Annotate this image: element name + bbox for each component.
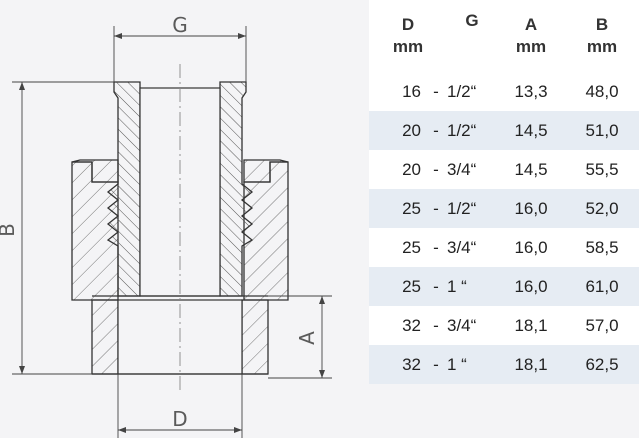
dimension-b-label: B — [0, 223, 19, 237]
cell-a: 14,5 — [497, 150, 565, 189]
cell-b: 51,0 — [565, 111, 639, 150]
cell-separator: - — [425, 111, 447, 150]
dimension-d: D — [117, 374, 243, 438]
table-body: 16 - 1/2“ 13,3 48,0 20 - 1/2“ 14,5 51,0 … — [369, 72, 639, 384]
dimension-a: A — [268, 295, 332, 379]
cell-separator: - — [425, 345, 447, 384]
cell-separator: - — [425, 306, 447, 345]
table-row: 25 - 1 “ 16,0 61,0 — [369, 267, 639, 306]
cell-g: 1/2“ — [447, 189, 497, 228]
table-row: 32 - 1 “ 18,1 62,5 — [369, 345, 639, 384]
cell-b: 48,0 — [565, 72, 639, 111]
table-row: 32 - 3/4“ 18,1 57,0 — [369, 306, 639, 345]
dimension-d-label: D — [172, 407, 187, 431]
col-header-g: G — [465, 11, 479, 30]
table-header: D mm G A mm B mm — [369, 0, 639, 72]
cell-b: 61,0 — [565, 267, 639, 306]
outer-nut-left — [71, 161, 119, 301]
cell-b: 52,0 — [565, 189, 639, 228]
lower-body-right — [241, 299, 269, 375]
cell-a: 16,0 — [497, 228, 565, 267]
col-header-b: B mm — [586, 15, 618, 56]
cell-d: 25 — [369, 267, 425, 306]
table-row: 20 - 1/2“ 14,5 51,0 — [369, 111, 639, 150]
cell-a: 13,3 — [497, 72, 565, 111]
dimension-a-label: A — [295, 331, 319, 345]
table-row: 16 - 1/2“ 13,3 48,0 — [369, 72, 639, 111]
cell-d: 20 — [369, 150, 425, 189]
cell-d: 32 — [369, 345, 425, 384]
cell-g: 1 “ — [447, 267, 497, 306]
cell-d: 25 — [369, 228, 425, 267]
cell-a: 18,1 — [497, 306, 565, 345]
cell-separator: - — [425, 228, 447, 267]
table-row: 25 - 1/2“ 16,0 52,0 — [369, 189, 639, 228]
cell-b: 62,5 — [565, 345, 639, 384]
cell-separator: - — [425, 72, 447, 111]
cell-g: 1/2“ — [447, 111, 497, 150]
cell-separator: - — [425, 189, 447, 228]
cell-g: 1/2“ — [447, 72, 497, 111]
cell-d: 16 — [369, 72, 425, 111]
col-header-a: A mm — [515, 15, 547, 56]
cell-a: 18,1 — [497, 345, 565, 384]
cell-d: 32 — [369, 306, 425, 345]
cell-g: 3/4“ — [447, 306, 497, 345]
cell-b: 58,5 — [565, 228, 639, 267]
cell-a: 14,5 — [497, 111, 565, 150]
dimensions-table: D mm G A mm B mm 16 - 1/2“ 13,3 48,0 20 — [369, 0, 639, 384]
cell-g: 3/4“ — [447, 150, 497, 189]
table-row: 25 - 3/4“ 16,0 58,5 — [369, 228, 639, 267]
dimension-g-label: G — [172, 13, 188, 37]
table-row: 20 - 3/4“ 14,5 55,5 — [369, 150, 639, 189]
dimension-b: B — [0, 81, 114, 375]
cell-d: 25 — [369, 189, 425, 228]
cell-g: 3/4“ — [447, 228, 497, 267]
outer-nut-top-right — [243, 159, 289, 183]
cell-d: 20 — [369, 111, 425, 150]
fitting-body — [71, 81, 289, 375]
cell-separator: - — [425, 267, 447, 306]
outer-nut-right — [243, 161, 289, 301]
lower-body-left — [91, 299, 119, 375]
col-header-d: D mm — [392, 15, 424, 56]
dimension-g: G — [113, 13, 247, 82]
fitting-cross-section-drawing: G B A D — [0, 13, 332, 438]
cell-b: 55,5 — [565, 150, 639, 189]
cell-a: 16,0 — [497, 267, 565, 306]
cell-a: 16,0 — [497, 189, 565, 228]
cell-b: 57,0 — [565, 306, 639, 345]
cell-separator: - — [425, 150, 447, 189]
cell-g: 1 “ — [447, 345, 497, 384]
